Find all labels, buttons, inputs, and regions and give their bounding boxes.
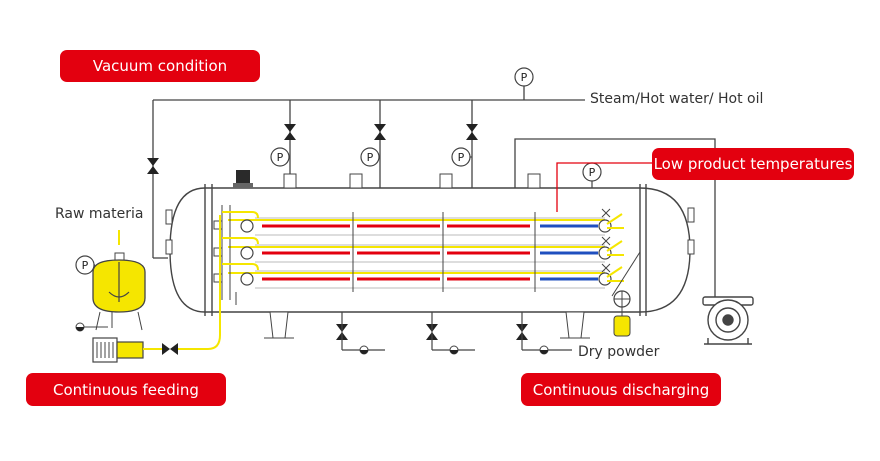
valves xyxy=(147,124,528,355)
valve-icon xyxy=(147,158,159,174)
feed-pump-icon xyxy=(92,337,144,363)
svg-text:P: P xyxy=(367,151,374,164)
pressure-gauge-labels: P P P P P P xyxy=(82,71,596,272)
valve-icon xyxy=(466,124,478,140)
svg-text:P: P xyxy=(277,151,284,164)
valve-icon xyxy=(284,124,296,140)
drain-trap-icon xyxy=(359,345,369,355)
valve-icon xyxy=(374,124,386,140)
continuous-discharging-badge: Continuous discharging xyxy=(521,373,721,406)
feed-tank xyxy=(75,230,146,332)
svg-text:P: P xyxy=(589,166,596,179)
low-product-temperatures-badge: Low product temperatures xyxy=(652,148,854,180)
heating-tubes xyxy=(213,205,641,305)
svg-text:P: P xyxy=(458,151,465,164)
vacuum-condition-badge: Vacuum condition xyxy=(60,50,260,82)
pressure-gauge-icon xyxy=(360,147,380,167)
pressure-gauge-icon xyxy=(75,255,95,275)
discharge-receiver xyxy=(613,290,631,337)
pressure-gauges xyxy=(75,67,602,275)
svg-text:P: P xyxy=(82,259,89,272)
steam-hot-water-hot-oil-label: Steam/Hot water/ Hot oil xyxy=(590,91,764,107)
pressure-gauge-icon xyxy=(514,67,534,87)
discharge-drains xyxy=(341,312,572,351)
raw-material-label: Raw materia xyxy=(55,206,144,222)
drain-trap-icon xyxy=(449,345,459,355)
pressure-gauge-icon xyxy=(451,147,472,167)
feed-line xyxy=(143,215,221,350)
continuous-feeding-badge: Continuous feeding xyxy=(26,373,226,406)
svg-text:P: P xyxy=(521,71,528,84)
drain-trap-icon xyxy=(539,345,549,355)
dry-powder-label: Dry powder xyxy=(578,344,660,360)
low-temp-leader xyxy=(556,162,652,212)
vacuum-line xyxy=(514,138,716,300)
steam-piping xyxy=(152,86,585,259)
pressure-gauge-icon xyxy=(270,147,290,167)
pressure-gauge-icon xyxy=(582,162,602,188)
vacuum-pump-icon xyxy=(702,296,754,345)
valve-icon xyxy=(162,343,178,355)
